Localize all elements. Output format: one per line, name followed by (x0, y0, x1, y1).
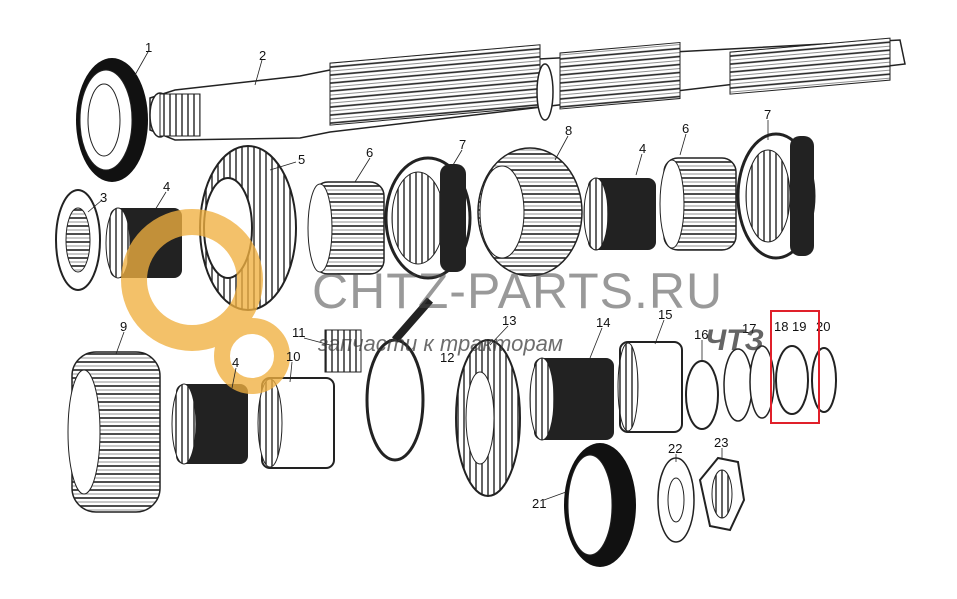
label-part-14: 14 (596, 315, 610, 330)
label-part-13: 13 (502, 313, 516, 328)
part-18-ring (749, 345, 775, 419)
part-22-washer (657, 457, 695, 543)
part-12-fork (365, 297, 434, 462)
part-17-ring (723, 348, 753, 422)
label-part-12: 12 (440, 350, 454, 365)
part-6-gear-right (659, 157, 737, 251)
label-part-15: 15 (658, 307, 672, 322)
part-labels: 1 2 3 4 5 6 7 8 6 4 7 9 4 10 11 12 13 14… (100, 40, 830, 511)
label-part-3: 3 (100, 190, 107, 205)
label-part-2: 2 (259, 48, 266, 63)
part-16-ring (685, 360, 719, 430)
label-part-8: 8 (565, 123, 572, 138)
part-9-gear (67, 351, 161, 513)
label-part-4: 4 (163, 179, 170, 194)
label-part-19: 19 (792, 319, 806, 334)
watermark-brand: ЧТЗ (705, 324, 764, 357)
part-13-gear (455, 339, 521, 497)
label-part-7b: 7 (764, 107, 771, 122)
part-21-bearing (564, 443, 636, 567)
watermark-site: CHTZ-PARTS.RU (312, 263, 724, 319)
part-7-coupling-right (736, 132, 816, 260)
part-14-sleeve (529, 357, 614, 441)
label-part-7: 7 (459, 137, 466, 152)
main-shaft (149, 37, 906, 141)
part-8-gear (477, 147, 583, 277)
label-part-1: 1 (145, 40, 152, 55)
label-part-16: 16 (694, 327, 708, 342)
label-part-21: 21 (532, 496, 546, 511)
label-part-23: 23 (714, 435, 728, 450)
watermark-gear-logo (121, 209, 290, 394)
part-7-coupling (384, 156, 472, 280)
watermark-tagline: запчасти к тракторам (318, 331, 563, 356)
part-19-ring (775, 345, 809, 415)
label-part-9: 9 (120, 319, 127, 334)
part-4-sleeve-bottom (171, 383, 248, 465)
label-part-22: 22 (668, 441, 682, 456)
label-part-4b: 4 (639, 141, 646, 156)
part-10-sleeve (257, 377, 335, 469)
part-11-spring (324, 329, 362, 373)
label-part-10: 10 (286, 349, 300, 364)
label-part-4c: 4 (232, 355, 239, 370)
label-part-6: 6 (366, 145, 373, 160)
highlight-box-parts-19-20 (770, 310, 820, 424)
label-part-6b: 6 (682, 121, 689, 136)
label-part-5: 5 (298, 152, 305, 167)
leader-lines (87, 51, 769, 501)
part-4-sleeve-mid (583, 177, 656, 251)
label-part-17: 17 (742, 321, 756, 336)
part-1-bearing (76, 58, 148, 182)
label-part-18: 18 (774, 319, 788, 334)
part-23-nut (698, 456, 746, 532)
part-3-washer (55, 189, 101, 291)
part-15-sleeve (617, 341, 683, 433)
part-6-gear (307, 181, 385, 275)
label-part-11: 11 (292, 325, 306, 340)
